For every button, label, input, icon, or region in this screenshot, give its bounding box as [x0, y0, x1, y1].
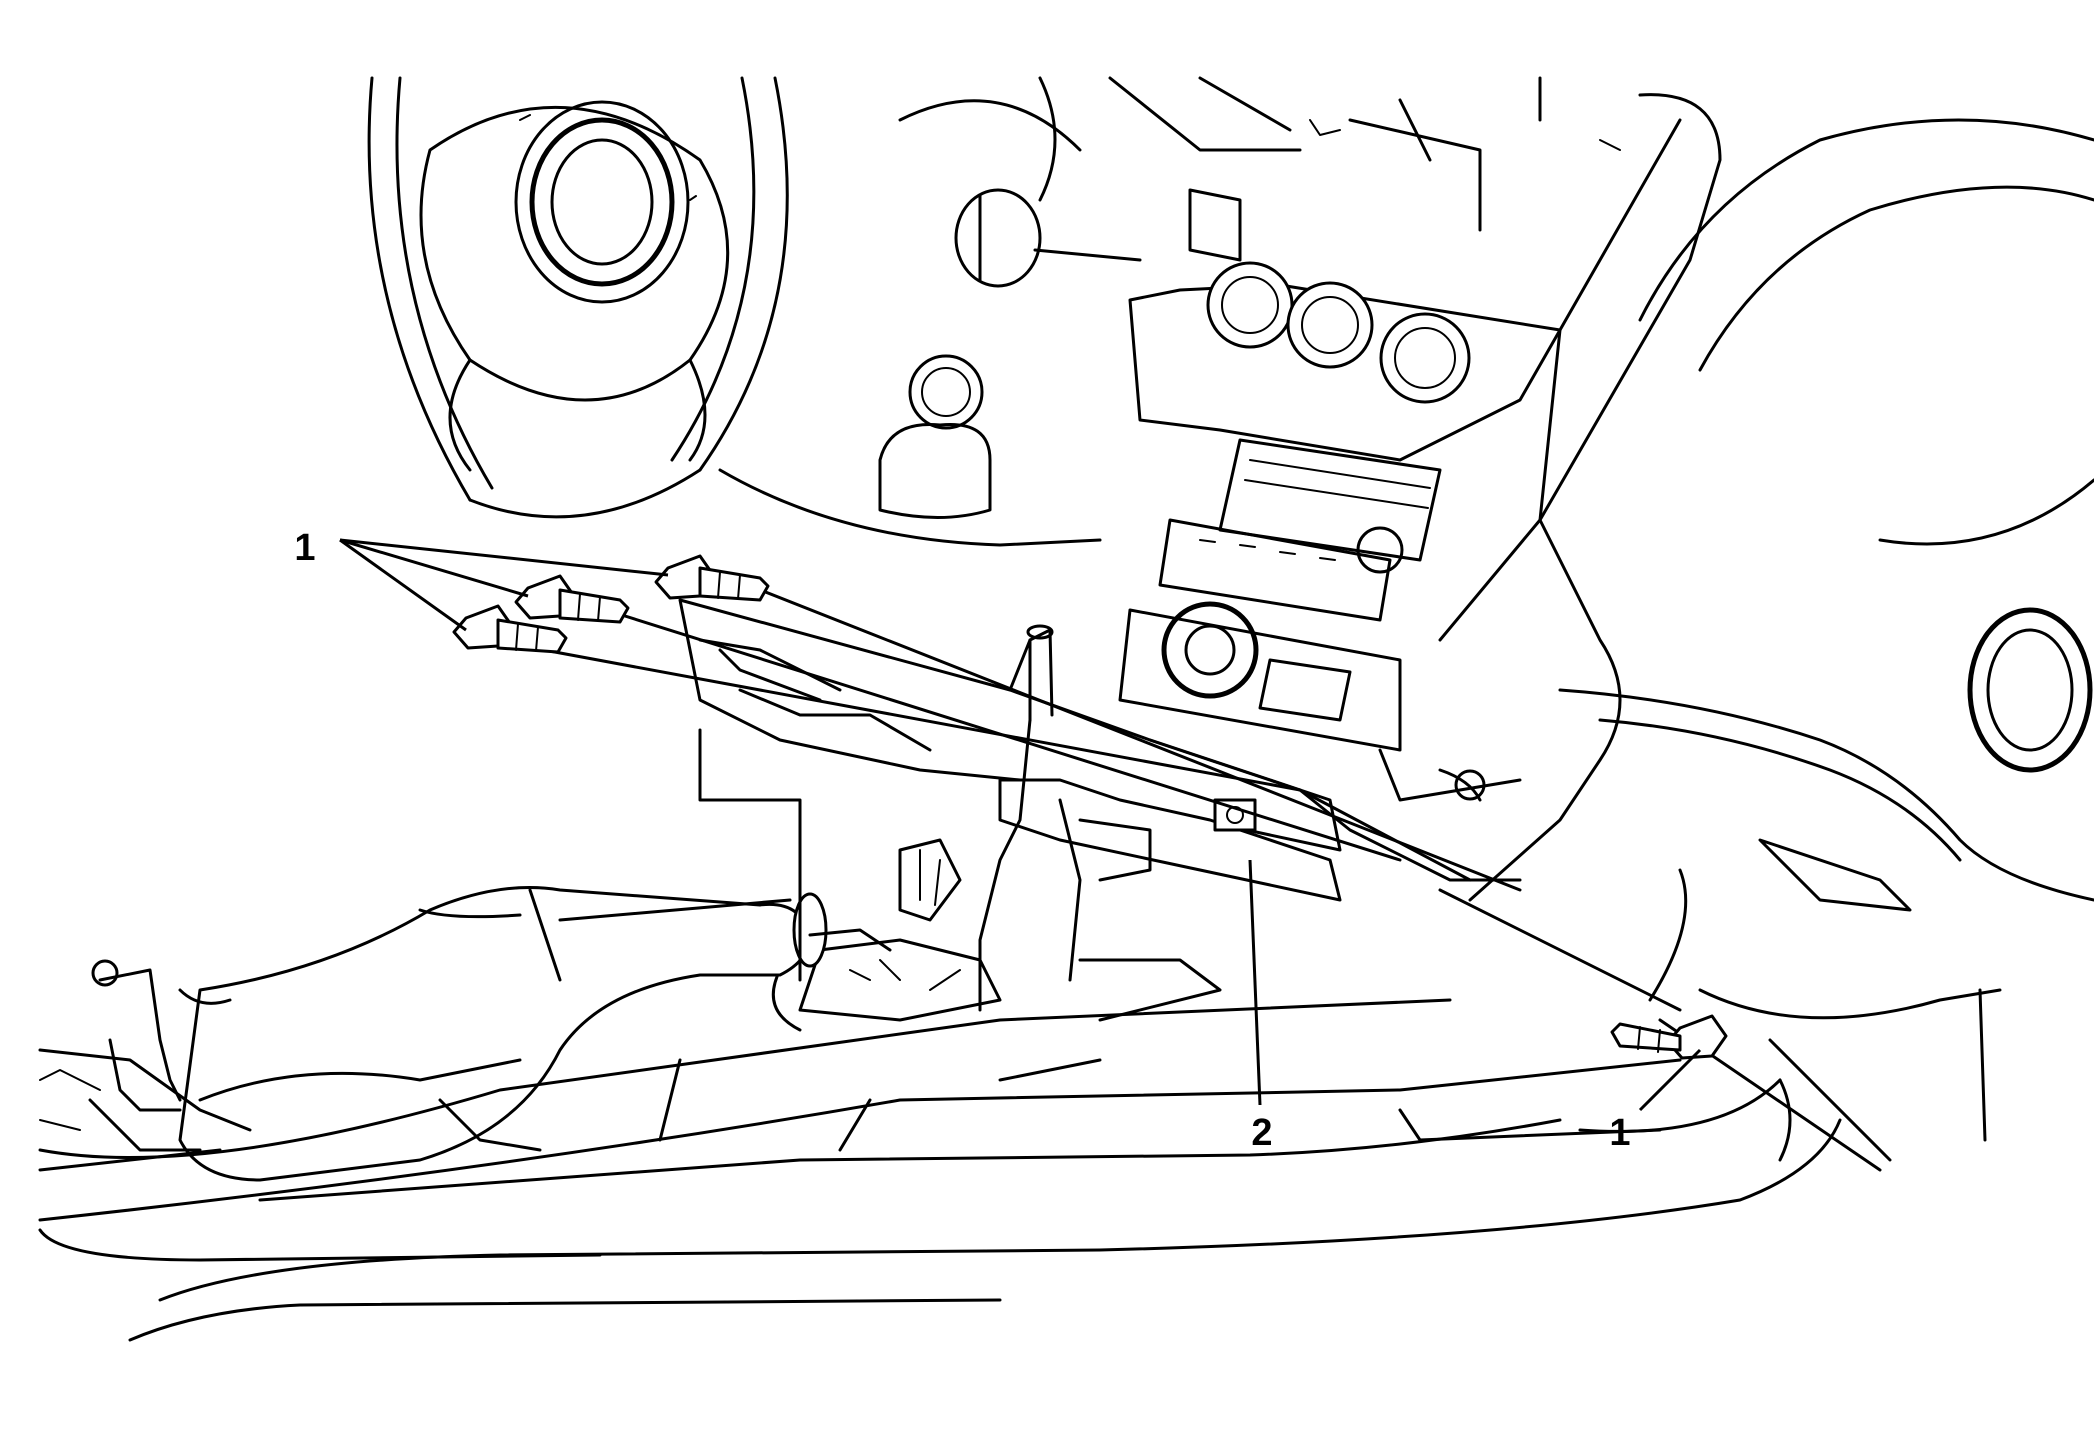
fastener-bolt: [1610, 1014, 1728, 1060]
callout-label-2: 2: [1251, 1112, 1272, 1154]
hvac-module: [1118, 261, 1562, 802]
callout-label-1-left: 1: [294, 527, 315, 569]
passenger-dash: [1468, 118, 2094, 1162]
steering-wheel: [367, 76, 789, 519]
callout-label-1-right: 1: [1609, 1112, 1630, 1154]
fastener-bolt: [452, 604, 568, 654]
fastener-leaders: [488, 576, 1882, 1172]
reinforcement-bracket: [678, 598, 1522, 902]
seat-track: [38, 959, 252, 1172]
fastener-bolt: [514, 574, 630, 624]
shifter-assembly: [771, 718, 1222, 1032]
floor-console: [38, 728, 1842, 1342]
callout-leaders: [339, 538, 1702, 1112]
column-trim: [718, 76, 1142, 547]
instrument-panel: [1108, 76, 1722, 522]
fastener-bolt: [654, 554, 770, 602]
